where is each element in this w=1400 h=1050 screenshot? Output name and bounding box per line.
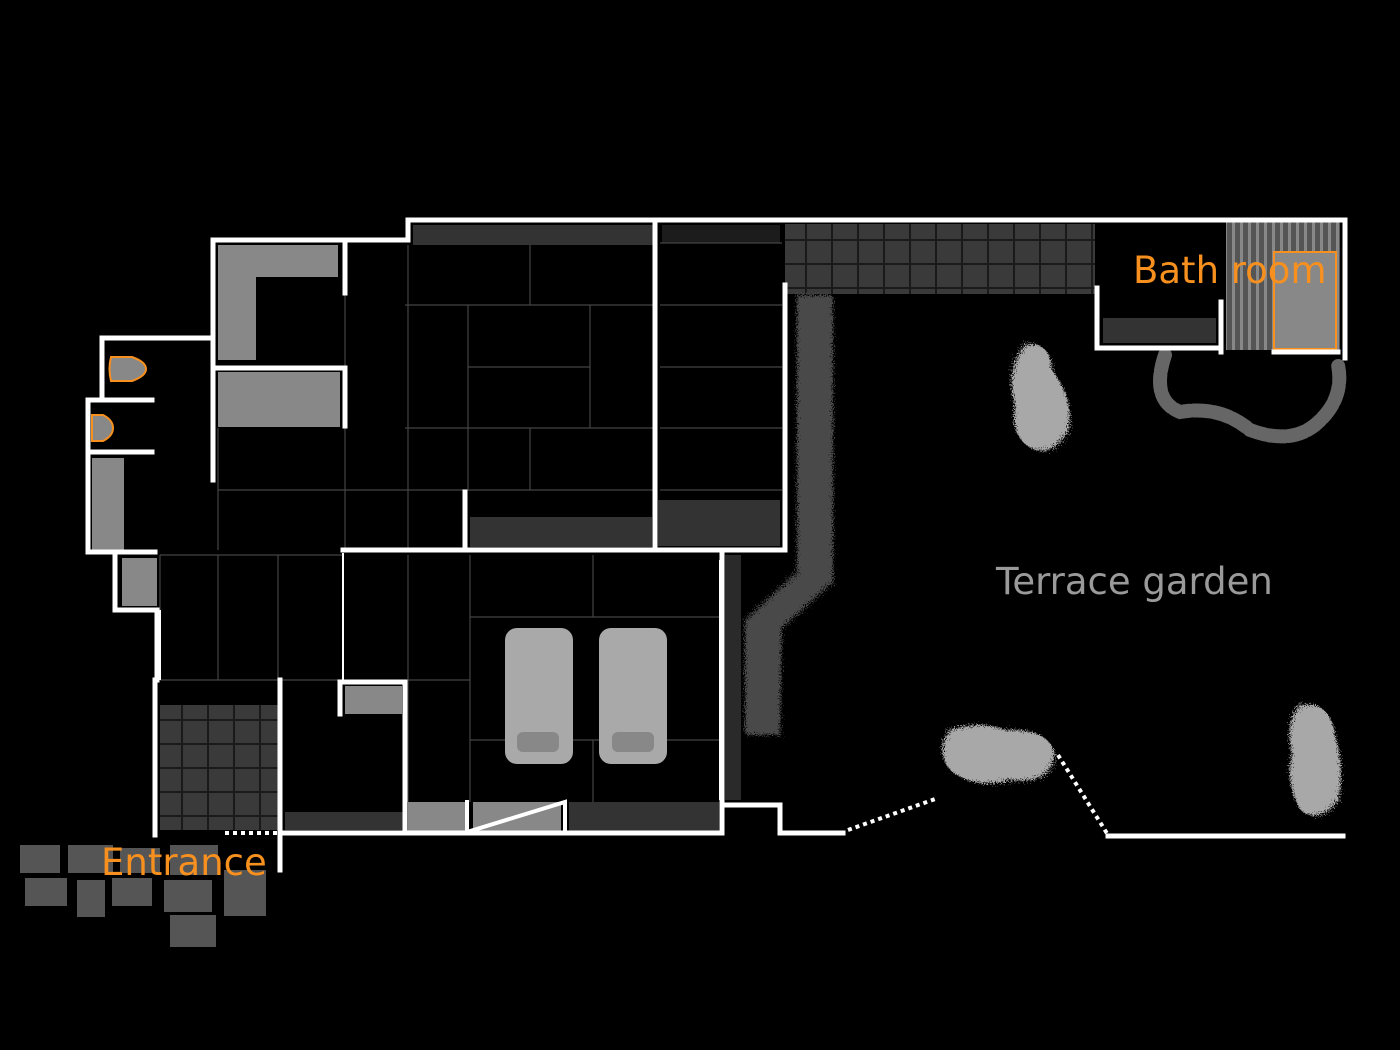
cabinet	[345, 686, 402, 714]
pillow	[517, 732, 559, 752]
counter	[92, 458, 124, 550]
floor-fills	[160, 222, 1340, 832]
bathtub	[1273, 251, 1337, 350]
shrubs	[942, 344, 1341, 816]
stepping-stones	[20, 845, 266, 947]
entrance-tiles	[160, 705, 278, 830]
garden-stone-path	[745, 295, 833, 735]
tiled-veranda	[785, 224, 1095, 294]
entrance-label: Entrance	[101, 841, 267, 884]
bath-room-label: Bath room	[1133, 249, 1327, 292]
shrub	[1289, 704, 1341, 816]
pillow	[612, 732, 654, 752]
bed	[599, 628, 667, 764]
bed	[505, 628, 573, 764]
terrace-garden-label: Terrace garden	[996, 560, 1273, 603]
toilet-icon	[91, 414, 115, 442]
cabinet	[122, 558, 157, 606]
open-boundaries	[225, 753, 1110, 837]
toilet-icon	[108, 356, 148, 382]
fixtures	[92, 245, 561, 832]
closet	[256, 245, 338, 277]
closet	[218, 372, 340, 427]
walls	[85, 217, 1348, 873]
shrub	[1011, 344, 1070, 451]
shrub	[942, 725, 1055, 784]
cabinet	[408, 802, 466, 832]
closet	[218, 245, 256, 360]
beds	[505, 628, 667, 764]
thin-walls	[159, 553, 721, 800]
pond-rocks	[1153, 348, 1347, 444]
